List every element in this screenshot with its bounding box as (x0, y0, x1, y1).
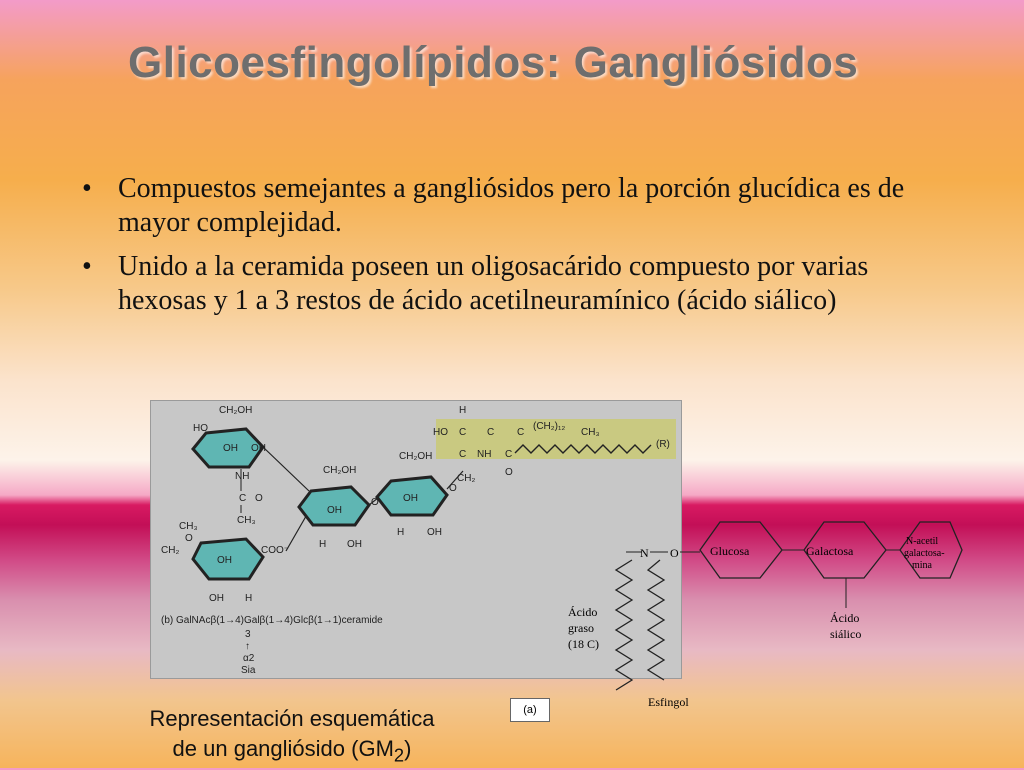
group-label: C (487, 427, 494, 438)
group-label: OH (347, 539, 362, 550)
caption-text: ) (404, 736, 412, 761)
group-label: (CH₂)₁₂ (533, 421, 565, 432)
branch-label: 3 (245, 629, 251, 640)
group-label: CH₂OH (323, 465, 356, 476)
group-label: H (459, 405, 466, 416)
group-label: OH (251, 443, 266, 454)
glucose-hexagon (699, 521, 783, 579)
sialic-acid-label: siálico (830, 627, 861, 641)
galactose-ring (297, 485, 371, 527)
sialic-ring (191, 537, 265, 581)
group-label: CH₃ (581, 427, 600, 438)
linkage-formula: (b) GalNAcβ(1→4)Galβ(1→4)Glcβ(1→1)cerami… (161, 615, 383, 626)
bullet-dot: • (82, 251, 92, 282)
nacetylgalactosamine-hexagon (899, 521, 963, 579)
sphingol-label: Esfingol (648, 695, 689, 709)
nacetyl-label: galactosa- (904, 548, 945, 559)
group-label: OH (403, 493, 418, 504)
group-label: OH (223, 443, 238, 454)
group-label: O (371, 497, 379, 508)
group-label: C (505, 449, 512, 460)
group-label: (R) (656, 439, 670, 450)
caption-subscript: 2 (393, 744, 405, 766)
caption-line: Representación esquemática (149, 706, 435, 731)
caption-text: de un gangliósido (GM (172, 736, 394, 761)
group-label: NH (235, 471, 249, 482)
group-label: H (397, 527, 404, 538)
group-label: C (517, 427, 524, 438)
group-label: HO (193, 423, 208, 434)
group-label: H (319, 539, 326, 550)
glucose-ring (375, 475, 449, 517)
group-label: OH (209, 593, 224, 604)
slide-title: Glicoesfingolípidos: Gangliósidos (128, 38, 859, 87)
bullet-item: • Unido a la ceramida poseen un oligosac… (78, 250, 918, 318)
nacetyl-label: N-acetil (906, 536, 938, 547)
group-label: OH (217, 555, 232, 566)
galactose-hexagon (803, 521, 887, 579)
group-label: C (459, 449, 466, 460)
nacetyl-label: mina (912, 560, 933, 571)
panel-tag: (a) (510, 698, 550, 722)
group-label: O (505, 467, 513, 478)
sialic-acid-label: Ácido (830, 611, 859, 625)
bullet-list: • Compuestos semejantes a gangliósidos p… (78, 172, 918, 328)
group-label: COO⁻ (261, 545, 289, 556)
group-label: CH₂OH (219, 405, 252, 416)
branch-label: α2 (243, 653, 255, 664)
bullet-text: Compuestos semejantes a gangliósidos per… (118, 173, 905, 238)
structure-panel: CH₂OH HO OH OH NH C O CH₃ CH₃ CH₂ O COO⁻… (150, 400, 682, 679)
group-label: HO (433, 427, 448, 438)
bullet-dot: • (82, 173, 92, 204)
glucose-label: Glucosa (710, 544, 750, 558)
group-label: O (185, 533, 193, 544)
group-label: OH (327, 505, 342, 516)
group-label: CH₃ (237, 515, 256, 526)
ceramide-highlight (436, 419, 676, 459)
group-label: CH₂OH (399, 451, 432, 462)
group-label: O (255, 493, 263, 504)
branch-label: ↑ (245, 641, 250, 652)
bullet-item: • Compuestos semejantes a gangliósidos p… (78, 172, 918, 240)
branch-label: Sia (241, 665, 256, 676)
group-label: OH (427, 527, 442, 538)
caption-line: de un gangliósido (GM2) (112, 734, 472, 770)
group-label: C (239, 493, 246, 504)
group-label: CH₃ (179, 521, 198, 532)
bullet-text: Unido a la ceramida poseen un oligosacár… (118, 251, 869, 316)
galnac-ring (191, 427, 265, 469)
figure-caption: Representación esquemática de un ganglió… (112, 704, 472, 770)
ganglioside-structure-diagram: CH₂OH HO OH OH NH C O CH₃ CH₃ CH₂ O COO⁻… (161, 405, 676, 676)
group-label: CH₂ (161, 545, 179, 556)
group-label: H (245, 593, 252, 604)
group-label: O (449, 483, 457, 494)
group-label: C (459, 427, 466, 438)
group-label: CH₂ (457, 473, 475, 484)
group-label: NH (477, 449, 491, 460)
galactose-label: Galactosa (806, 544, 854, 558)
